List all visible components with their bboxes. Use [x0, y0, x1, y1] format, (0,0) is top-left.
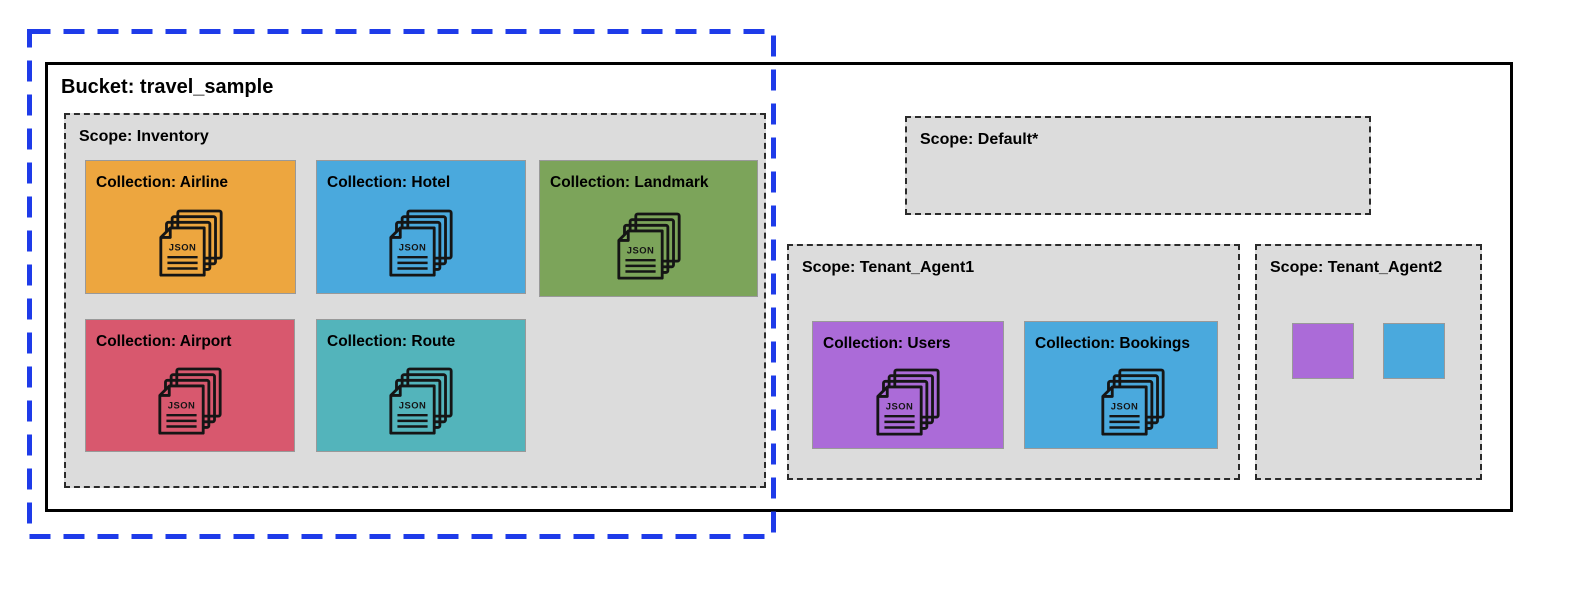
scope-label: Scope: Default* [920, 131, 1039, 148]
scope-label: Scope: Tenant_Agent1 [802, 259, 975, 276]
svg-text:JSON: JSON [399, 400, 427, 411]
collection-label: Collection: Landmark [550, 174, 709, 191]
collection-users: Collection: Users JSON [812, 321, 1004, 449]
svg-text:JSON: JSON [168, 400, 196, 411]
json-document-icon: JSON [158, 209, 224, 279]
scope-label: Scope: Tenant_Agent2 [1270, 259, 1443, 276]
json-document-icon: JSON [1100, 368, 1166, 438]
collection-label: Collection: Route [327, 333, 456, 350]
json-document-icon: JSON [388, 367, 454, 437]
collection-airline: Collection: Airline JSON [85, 160, 296, 294]
bucket-title: Bucket: travel_sample [61, 76, 274, 98]
collection-swatch-blue [1383, 323, 1445, 379]
json-document-icon: JSON [616, 212, 682, 282]
scope-label: Scope: Inventory [79, 128, 209, 145]
json-document-icon: JSON [388, 209, 454, 279]
collection-label: Collection: Bookings [1035, 335, 1190, 352]
collection-label: Collection: Users [823, 335, 951, 352]
collection-label: Collection: Airport [96, 333, 232, 350]
collection-airport: Collection: Airport JSON [85, 319, 295, 452]
svg-text:JSON: JSON [886, 401, 914, 412]
scope-tenant-agent1: Scope: Tenant_Agent1 Collection: Users J… [787, 244, 1240, 480]
collection-swatch-purple [1292, 323, 1354, 379]
collection-label: Collection: Airline [96, 174, 229, 191]
collection-route: Collection: Route JSON [316, 319, 526, 452]
svg-text:JSON: JSON [168, 242, 196, 253]
scope-default: Scope: Default* [905, 116, 1371, 215]
collection-bookings: Collection: Bookings JSON [1024, 321, 1218, 449]
svg-text:JSON: JSON [399, 242, 427, 253]
svg-text:JSON: JSON [1110, 401, 1138, 412]
scope-inventory: Scope: Inventory Collection: Airline JSO… [64, 113, 766, 488]
scope-tenant-agent2: Scope: Tenant_Agent2 [1255, 244, 1482, 480]
collection-hotel: Collection: Hotel JSON [316, 160, 526, 294]
json-document-icon: JSON [875, 368, 941, 438]
json-document-icon: JSON [157, 367, 223, 437]
collection-label: Collection: Hotel [327, 174, 451, 191]
svg-text:JSON: JSON [626, 245, 654, 256]
bucket-travel-sample: Bucket: travel_sample Scope: Inventory C… [45, 62, 1513, 512]
collection-landmark: Collection: Landmark JSON [539, 160, 758, 297]
